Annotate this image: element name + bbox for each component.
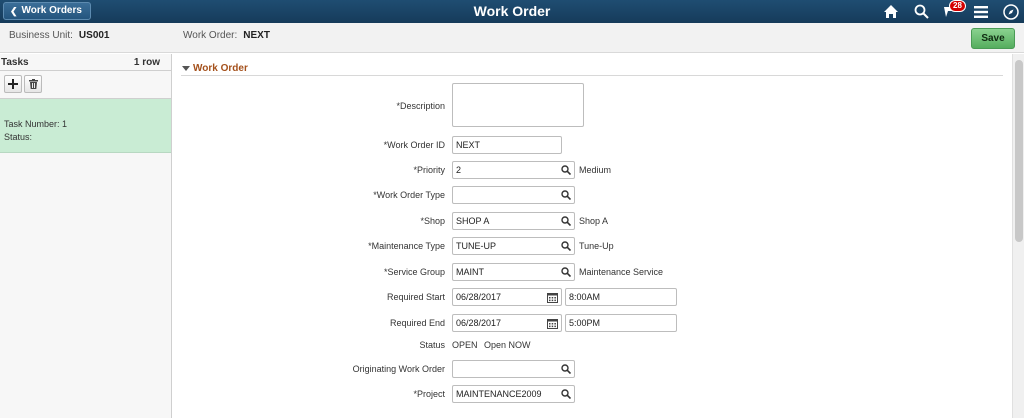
originating-work-order-label: Originating Work Order <box>352 364 445 374</box>
collapse-triangle-icon <box>182 65 190 71</box>
work-order-context-label: Work Order: <box>183 30 238 41</box>
status-value: OPEN <box>452 340 478 350</box>
required-start-date-value: 06/28/2017 <box>456 292 502 302</box>
back-button[interactable]: ❮ Work Orders <box>3 2 91 20</box>
required-end-label: Required End <box>389 318 445 328</box>
service-group-label: Service Group <box>245 267 445 277</box>
add-task-button[interactable] <box>4 75 22 93</box>
project-value: MAINTENANCE2009 <box>456 389 542 399</box>
business-unit-label: Business Unit: <box>9 30 73 41</box>
navbar-compass-icon[interactable] <box>1002 3 1020 21</box>
priority-lookup-icon[interactable] <box>561 165 571 175</box>
project-label: Project <box>245 389 445 399</box>
chevron-left-icon: ❮ <box>10 6 18 16</box>
top-banner: ❮ Work Orders Work Order 28 <box>0 0 1024 23</box>
status-label: Status <box>419 340 445 350</box>
required-end-date-input[interactable]: 06/28/2017 <box>452 314 562 332</box>
business-unit: Business Unit: US001 <box>9 30 110 41</box>
priority-description: Medium <box>579 165 612 175</box>
description-label: Description <box>245 101 445 111</box>
priority-value: 2 <box>456 165 462 175</box>
required-start-time-input[interactable]: 8:00AM <box>565 288 677 306</box>
shop-label: Shop <box>245 216 445 226</box>
work-order-context-value: NEXT <box>243 30 270 41</box>
required-start-date-input[interactable]: 06/28/2017 <box>452 288 562 306</box>
shop-lookup-icon[interactable] <box>561 216 571 226</box>
maintenance-type-value: TUNE-UP <box>456 241 496 251</box>
service-group-input[interactable]: MAINT <box>452 263 575 281</box>
shop-description: Shop A <box>579 216 609 226</box>
back-button-label: Work Orders <box>21 5 82 16</box>
required-end-date-value: 06/28/2017 <box>456 318 502 328</box>
scrollbar-thumb[interactable] <box>1015 60 1023 242</box>
required-end-time-input[interactable]: 5:00PM <box>565 314 677 332</box>
maintenance-type-description: Tune-Up <box>579 241 614 251</box>
originating-work-order-lookup-icon[interactable] <box>561 364 571 374</box>
delete-task-button[interactable] <box>24 75 42 93</box>
project-input[interactable]: MAINTENANCE2009 <box>452 385 575 403</box>
plus-icon <box>8 79 18 89</box>
maintenance-type-lookup-icon[interactable] <box>561 241 571 251</box>
menu-icon[interactable] <box>972 3 990 21</box>
description-input[interactable] <box>452 83 584 127</box>
task-list-item[interactable]: Task Number: 1 Status: <box>0 99 171 153</box>
vertical-scrollbar[interactable] <box>1012 54 1024 418</box>
shop-input[interactable]: SHOP A <box>452 212 575 230</box>
work-order-id-label: Work Order ID <box>245 140 445 150</box>
trash-icon <box>28 79 38 89</box>
shop-value: SHOP A <box>456 216 490 226</box>
service-group-value: MAINT <box>456 267 484 277</box>
maintenance-type-label: Maintenance Type <box>245 241 445 251</box>
section-title: Work Order <box>193 62 248 74</box>
required-start-label: Required Start <box>386 292 445 302</box>
banner-actions: 28 <box>882 0 1020 23</box>
home-icon[interactable] <box>882 3 900 21</box>
priority-input[interactable]: 2 <box>452 161 575 179</box>
originating-work-order-input[interactable] <box>452 360 575 378</box>
save-button[interactable]: Save <box>971 28 1015 49</box>
tasks-header: Tasks 1 row <box>0 54 171 71</box>
work-order-type-label: Work Order Type <box>245 190 445 200</box>
notification-flag-icon[interactable]: 28 <box>942 0 966 21</box>
calendar-icon[interactable] <box>547 318 558 329</box>
task-status: Status: <box>4 132 33 142</box>
priority-label: Priority <box>245 165 445 175</box>
search-icon[interactable] <box>912 3 930 21</box>
context-bar: Business Unit: US001 Work Order: NEXT Save <box>0 23 1024 53</box>
work-order-section-header[interactable]: Work Order <box>181 61 1003 76</box>
service-group-lookup-icon[interactable] <box>561 267 571 277</box>
status-description: Open NOW <box>484 340 531 350</box>
work-order-form: Work Order Description Work Order ID NEX… <box>173 54 1011 418</box>
work-order-type-input[interactable] <box>452 186 575 204</box>
work-order-id-input[interactable]: NEXT <box>452 136 562 154</box>
service-group-description: Maintenance Service <box>579 267 664 277</box>
tasks-panel: Tasks 1 row Task Number: 1 Status: <box>0 54 172 418</box>
tasks-toolbar <box>0 71 171 99</box>
work-order-type-lookup-icon[interactable] <box>561 190 571 200</box>
tasks-title: Tasks <box>1 56 29 68</box>
business-unit-value: US001 <box>78 30 110 41</box>
work-order-context: Work Order: NEXT <box>183 30 270 41</box>
page-title: Work Order <box>473 3 551 19</box>
calendar-icon[interactable] <box>547 292 558 303</box>
maintenance-type-input[interactable]: TUNE-UP <box>452 237 575 255</box>
tasks-row-count: 1 row <box>133 56 160 68</box>
notification-count-badge: 28 <box>949 0 966 12</box>
project-lookup-icon[interactable] <box>561 389 571 399</box>
task-number: Task Number: 1 <box>4 119 68 129</box>
